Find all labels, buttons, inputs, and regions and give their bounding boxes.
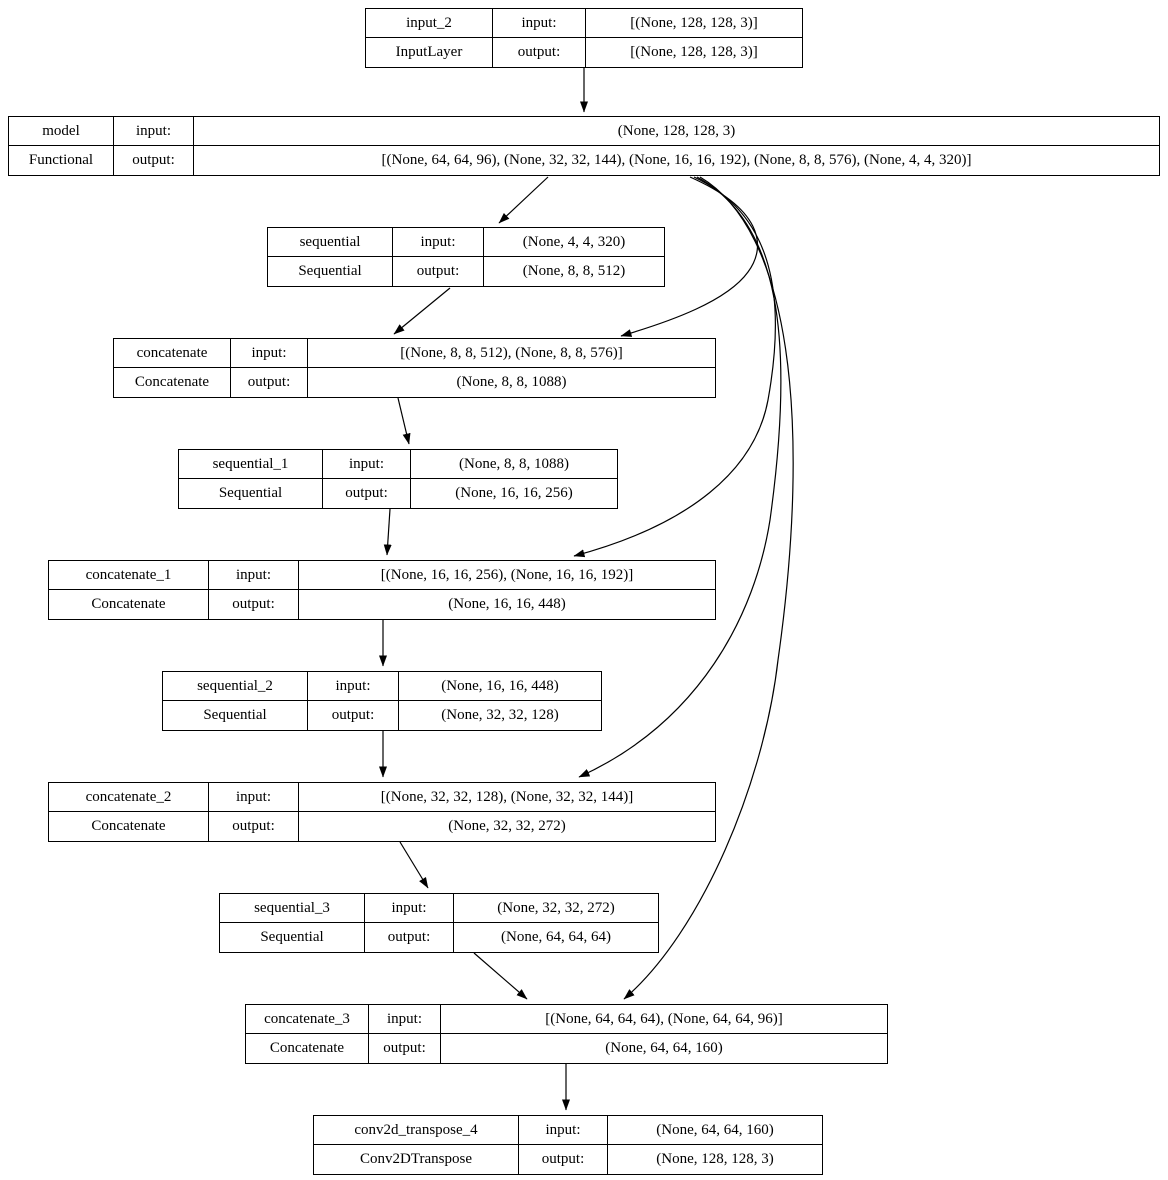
node-concatenate-1: concatenate_1 input: [(None, 16, 16, 256… bbox=[48, 560, 716, 620]
node-sequential-3: sequential_3 input: (None, 32, 32, 272) … bbox=[219, 893, 659, 953]
input-shape: (None, 32, 32, 272) bbox=[454, 894, 658, 923]
output-shape: (None, 64, 64, 64) bbox=[501, 929, 611, 945]
input-shape: (None, 64, 64, 160) bbox=[608, 1116, 822, 1145]
edge-sequential-3-to-concatenate-3 bbox=[473, 952, 528, 1000]
node-concatenate: concatenate input: [(None, 8, 8, 512), (… bbox=[113, 338, 716, 398]
layer-name: sequential_1 bbox=[179, 450, 323, 479]
layer-type: Sequential bbox=[268, 257, 393, 286]
edge-sequential-1-to-concatenate-1 bbox=[383, 508, 392, 556]
input-label: input: bbox=[308, 672, 399, 701]
input-label: input: bbox=[114, 117, 194, 146]
layer-type: Concatenate bbox=[246, 1034, 369, 1063]
output-label: output: bbox=[323, 479, 411, 508]
edge-model-to-sequential bbox=[498, 176, 549, 224]
input-label: input: bbox=[231, 339, 308, 368]
output-shape: [(None, 64, 64, 96), (None, 32, 32, 144)… bbox=[381, 152, 972, 168]
edge-model-to-concatenate-1 bbox=[573, 176, 776, 558]
output-label: output: bbox=[209, 590, 299, 619]
output-label: output: bbox=[231, 368, 308, 397]
output-shape: (None, 8, 8, 1088) bbox=[456, 374, 567, 390]
output-shape: (None, 64, 64, 160) bbox=[605, 1040, 723, 1056]
input-shape: (None, 4, 4, 320) bbox=[484, 228, 664, 257]
layer-name: model bbox=[9, 117, 114, 146]
output-label: output: bbox=[393, 257, 484, 286]
input-label: input: bbox=[519, 1116, 608, 1145]
node-sequential-1: sequential_1 input: (None, 8, 8, 1088) S… bbox=[178, 449, 618, 509]
input-shape: (None, 8, 8, 1088) bbox=[411, 450, 617, 479]
output-label: output: bbox=[493, 38, 586, 67]
edge-concatenate-to-sequential-1 bbox=[397, 397, 411, 445]
input-shape: [(None, 8, 8, 512), (None, 8, 8, 576)] bbox=[308, 339, 715, 368]
node-conv2d-transpose-4: conv2d_transpose_4 input: (None, 64, 64,… bbox=[313, 1115, 823, 1175]
layer-name: input_2 bbox=[366, 9, 493, 38]
layer-type: Sequential bbox=[220, 923, 365, 952]
layer-type: Sequential bbox=[163, 701, 308, 730]
output-label: output: bbox=[114, 146, 194, 175]
node-concatenate-3: concatenate_3 input: [(None, 64, 64, 64)… bbox=[245, 1004, 888, 1064]
input-label: input: bbox=[365, 894, 454, 923]
layer-type: Concatenate bbox=[49, 812, 209, 841]
output-shape: (None, 128, 128, 3) bbox=[656, 1151, 774, 1167]
layer-name: concatenate_2 bbox=[49, 783, 209, 812]
edge-model-to-concatenate bbox=[620, 176, 759, 337]
output-shape: (None, 32, 32, 272) bbox=[448, 818, 566, 834]
edge-sequential-to-concatenate bbox=[393, 287, 451, 335]
output-label: output: bbox=[209, 812, 299, 841]
output-label: output: bbox=[369, 1034, 441, 1063]
input-label: input: bbox=[323, 450, 411, 479]
node-input-2: input_2 input: [(None, 128, 128, 3)] Inp… bbox=[365, 8, 803, 68]
layer-name: concatenate_3 bbox=[246, 1005, 369, 1034]
layer-type: Sequential bbox=[179, 479, 323, 508]
input-label: input: bbox=[209, 561, 299, 590]
layer-name: concatenate bbox=[114, 339, 231, 368]
input-shape: (None, 16, 16, 448) bbox=[399, 672, 601, 701]
layer-name: sequential_2 bbox=[163, 672, 308, 701]
node-concatenate-2: concatenate_2 input: [(None, 32, 32, 128… bbox=[48, 782, 716, 842]
output-shape: (None, 16, 16, 448) bbox=[448, 596, 566, 612]
layer-name: conv2d_transpose_4 bbox=[314, 1116, 519, 1145]
node-model: model input: (None, 128, 128, 3) Functio… bbox=[8, 116, 1160, 176]
output-label: output: bbox=[308, 701, 399, 730]
input-shape: [(None, 128, 128, 3)] bbox=[586, 9, 802, 38]
output-shape: (None, 32, 32, 128) bbox=[441, 707, 559, 723]
output-label: output: bbox=[365, 923, 454, 952]
layer-name: sequential_3 bbox=[220, 894, 365, 923]
layer-name: sequential bbox=[268, 228, 393, 257]
input-shape: [(None, 64, 64, 64), (None, 64, 64, 96)] bbox=[441, 1005, 887, 1034]
edge-model-to-concatenate-3 bbox=[623, 176, 794, 1000]
output-shape: [(None, 128, 128, 3)] bbox=[630, 44, 758, 60]
input-label: input: bbox=[369, 1005, 441, 1034]
layer-name: concatenate_1 bbox=[49, 561, 209, 590]
output-label: output: bbox=[519, 1145, 608, 1174]
layer-type: InputLayer bbox=[366, 38, 493, 67]
input-shape: [(None, 32, 32, 128), (None, 32, 32, 144… bbox=[299, 783, 715, 812]
edge-model-to-concatenate-2 bbox=[578, 176, 782, 778]
layer-type: Concatenate bbox=[114, 368, 231, 397]
input-label: input: bbox=[209, 783, 299, 812]
node-sequential-2: sequential_2 input: (None, 16, 16, 448) … bbox=[162, 671, 602, 731]
layer-type: Concatenate bbox=[49, 590, 209, 619]
layer-type: Functional bbox=[9, 146, 114, 175]
input-label: input: bbox=[393, 228, 484, 257]
node-sequential: sequential input: (None, 4, 4, 320) Sequ… bbox=[267, 227, 665, 287]
output-shape: (None, 8, 8, 512) bbox=[522, 263, 626, 279]
output-shape: (None, 16, 16, 256) bbox=[455, 485, 573, 501]
layer-type: Conv2DTranspose bbox=[314, 1145, 519, 1174]
input-shape: [(None, 16, 16, 256), (None, 16, 16, 192… bbox=[299, 561, 715, 590]
input-shape: (None, 128, 128, 3) bbox=[194, 117, 1159, 146]
input-label: input: bbox=[493, 9, 586, 38]
edge-concatenate-2-to-sequential-3 bbox=[399, 841, 429, 889]
